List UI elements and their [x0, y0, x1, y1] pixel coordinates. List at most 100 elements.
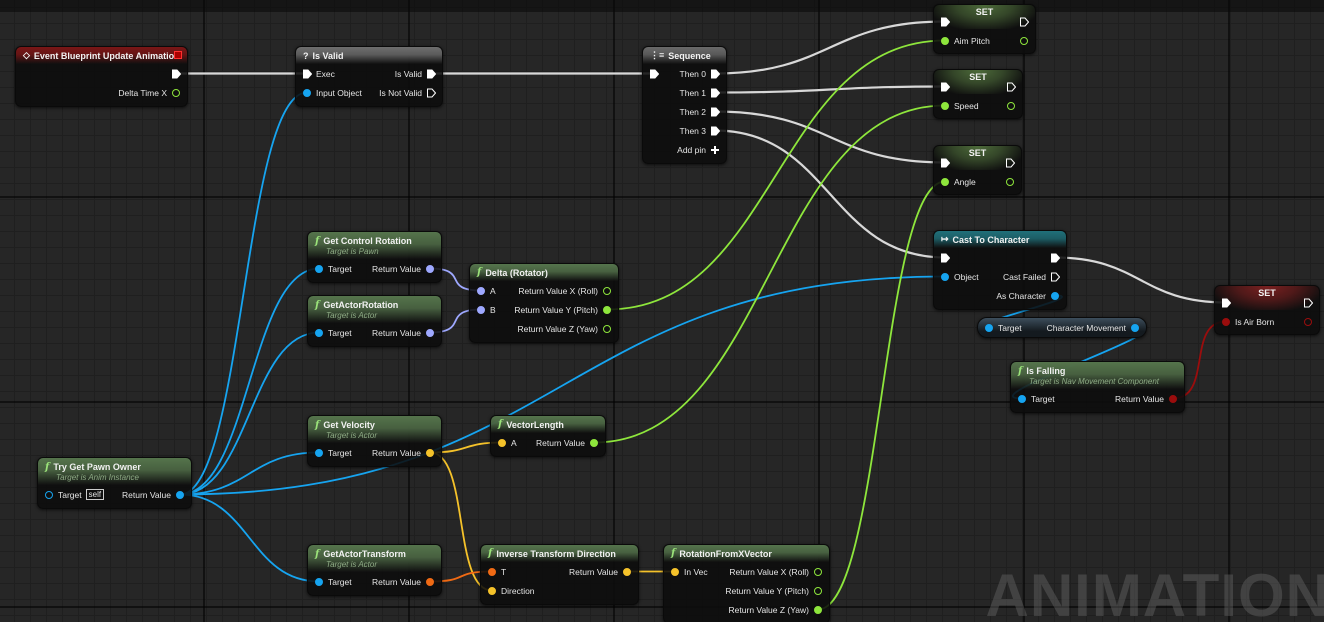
object-wire[interactable]: [179, 451, 320, 496]
exec-pin-icon[interactable]: [940, 82, 950, 92]
object-pin-icon[interactable]: [984, 323, 994, 333]
exec-pin-icon[interactable]: [1006, 82, 1016, 92]
object-pin-icon[interactable]: [314, 328, 324, 338]
float-wire[interactable]: [817, 180, 946, 611]
float-pin-icon[interactable]: [940, 177, 950, 187]
object-wire[interactable]: [179, 493, 320, 583]
vector-pin-icon[interactable]: [487, 586, 497, 596]
object-pin-icon[interactable]: [314, 577, 324, 587]
exec-pin-icon[interactable]: [1303, 298, 1313, 308]
bool-pin-icon[interactable]: [1221, 317, 1231, 327]
exec-wire[interactable]: [714, 20, 946, 75]
exec-wire[interactable]: [1054, 256, 1227, 304]
float-pin-icon[interactable]: [1006, 101, 1016, 111]
float-pin-icon[interactable]: [813, 567, 823, 577]
object-pin-icon[interactable]: [1130, 323, 1140, 333]
float-pin-icon[interactable]: [940, 36, 950, 46]
exec-pin-icon[interactable]: [710, 69, 720, 79]
delegate-pin-icon[interactable]: [174, 51, 182, 59]
float-pin-icon[interactable]: [813, 586, 823, 596]
object-pin-icon[interactable]: [314, 448, 324, 458]
object-pin-icon[interactable]: [314, 264, 324, 274]
exec-pin-icon[interactable]: [171, 69, 181, 79]
object-pin-icon[interactable]: [1017, 394, 1027, 404]
object-pin-icon[interactable]: [1050, 291, 1060, 301]
rotator-pin-icon[interactable]: [476, 286, 486, 296]
object-wire[interactable]: [179, 91, 308, 496]
exec-pin-icon[interactable]: [940, 253, 950, 263]
exec-wire[interactable]: [714, 110, 946, 164]
exec-pin-icon[interactable]: [302, 69, 312, 79]
exec-pin-icon[interactable]: [426, 69, 436, 79]
vector-pin-icon[interactable]: [497, 438, 507, 448]
float-pin-icon[interactable]: [602, 324, 612, 334]
node-title-row: SET: [969, 148, 987, 158]
float-pin-icon[interactable]: [602, 286, 612, 296]
rotator-pin-icon[interactable]: [476, 305, 486, 315]
object-pin-icon[interactable]: [302, 88, 312, 98]
float-pin-icon[interactable]: [602, 305, 612, 315]
exec-pin-icon[interactable]: [710, 126, 720, 136]
object-wire[interactable]: [179, 331, 320, 496]
exec-pin-icon[interactable]: [1221, 298, 1231, 308]
exec-pin-icon[interactable]: [1005, 158, 1015, 168]
object-pin-icon[interactable]: [175, 490, 185, 500]
exec-wire[interactable]: [714, 129, 946, 259]
float-pin-icon[interactable]: [1005, 177, 1015, 187]
exec-pin-icon[interactable]: [426, 88, 436, 98]
object-pin-icon[interactable]: [44, 490, 54, 500]
pin-label: Target: [328, 447, 352, 458]
bool-pin-icon[interactable]: [1303, 317, 1313, 327]
float-pin-icon[interactable]: [589, 438, 599, 448]
exec-wire[interactable]: [714, 85, 946, 94]
node-subtitle: Target is Nav Movement Component: [1029, 376, 1159, 386]
default-value-input[interactable]: self: [85, 489, 105, 500]
rotator-pin-icon[interactable]: [425, 264, 435, 274]
exec-pin-icon[interactable]: [940, 17, 950, 27]
exec-pin-icon[interactable]: [1050, 253, 1060, 263]
object-wire[interactable]: [179, 267, 320, 496]
plus-icon[interactable]: [710, 145, 720, 155]
object-pin-icon[interactable]: [940, 272, 950, 282]
float-pin-icon[interactable]: [940, 101, 950, 111]
exec-pin-icon[interactable]: [710, 88, 720, 98]
bool-pin-icon[interactable]: [1168, 394, 1178, 404]
float-pin-icon[interactable]: [1019, 36, 1029, 46]
transform-pin-icon[interactable]: [487, 567, 497, 577]
pin-label: Is Valid: [394, 68, 422, 79]
rotator-pin-icon[interactable]: [425, 328, 435, 338]
exec-pin-icon[interactable]: [649, 69, 659, 79]
exec-pin-icon[interactable]: [1019, 17, 1029, 27]
exec-pin-icon[interactable]: [940, 158, 950, 168]
vector-pin-icon[interactable]: [425, 448, 435, 458]
exec-pin-icon[interactable]: [710, 107, 720, 117]
pin-label: Delta Time X: [118, 87, 167, 98]
vector-pin-icon[interactable]: [622, 567, 632, 577]
exec-pin-icon[interactable]: [1050, 272, 1060, 282]
float-pin-icon[interactable]: [813, 605, 823, 615]
vector-pin-icon[interactable]: [670, 567, 680, 577]
transform-pin-icon[interactable]: [425, 577, 435, 587]
float-pin-icon[interactable]: [171, 88, 181, 98]
